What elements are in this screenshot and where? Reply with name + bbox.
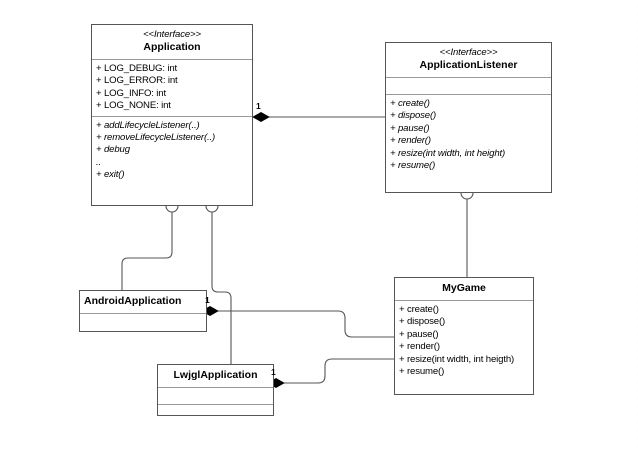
operation-item: + debug	[96, 144, 130, 156]
class-name-application: Application	[143, 41, 201, 53]
multiplicity-android-to-mygame: 1	[205, 295, 210, 305]
class-header-application: <<Interface>> Application	[92, 25, 252, 60]
attribute-compartment-application: + LOG_DEBUG: int + LOG_ERROR: int + LOG_…	[92, 60, 252, 117]
operation-compartment-lwjglapplication	[158, 405, 273, 422]
class-box-androidapplication[interactable]: AndroidApplication	[79, 290, 207, 332]
attribute-compartment-applicationlistener	[386, 78, 551, 95]
operation-item: + exit()	[96, 169, 125, 181]
operation-item: ..	[96, 156, 102, 168]
class-box-mygame[interactable]: MyGame + create() + dispose() + pause() …	[394, 277, 534, 395]
operation-item: + dispose()	[399, 316, 446, 328]
class-box-applicationlistener[interactable]: <<Interface>> ApplicationListener + crea…	[385, 42, 552, 193]
operation-item: + removeLifecycleListener(..)	[96, 132, 216, 144]
class-header-mygame: MyGame	[395, 278, 533, 301]
class-header-lwjglapplication: LwjglApplication	[158, 365, 273, 388]
operation-item: + resume()	[399, 366, 445, 378]
attribute-item: + LOG_INFO: int	[96, 87, 166, 99]
attribute-item: + LOG_DEBUG: int	[96, 63, 178, 74]
class-name-mygame: MyGame	[442, 282, 486, 294]
class-stereotype-applicationlistener: <<Interface>>	[439, 47, 498, 58]
operation-item: + render()	[399, 341, 440, 353]
attribute-compartment-lwjglapplication	[158, 388, 273, 405]
class-name-applicationlistener: ApplicationListener	[419, 59, 518, 71]
multiplicity-lwjgl-to-mygame: 1	[271, 367, 276, 377]
edge-androidapplication-to-application	[121, 212, 173, 290]
operation-item: + addLifecycleListener(..)	[96, 119, 200, 131]
operation-item: + resize(int width, int heigth)	[399, 353, 515, 365]
operation-item: + resize(int width, int height)	[390, 147, 506, 159]
class-header-androidapplication: AndroidApplication	[80, 291, 206, 314]
operation-compartment-application: + addLifecycleListener(..) + removeLifec…	[92, 117, 252, 185]
class-header-applicationlistener: <<Interface>> ApplicationListener	[386, 43, 551, 78]
operation-item: + pause()	[390, 122, 430, 134]
attribute-item: + LOG_ERROR: int	[96, 75, 178, 87]
edge-lwjglapplication-to-application	[211, 212, 232, 364]
operation-item: + render()	[390, 135, 431, 147]
composition-diamond-application	[252, 112, 270, 122]
edge-lwjglapplication-to-mygame	[284, 358, 394, 384]
operation-item: + resume()	[390, 160, 436, 172]
operation-item: + dispose()	[390, 110, 437, 122]
class-box-application[interactable]: <<Interface>> Application + LOG_DEBUG: i…	[91, 24, 253, 206]
multiplicity-application-to-listener: 1	[256, 101, 261, 111]
class-name-androidapplication: AndroidApplication	[84, 295, 182, 307]
class-stereotype-application: <<Interface>>	[143, 29, 201, 40]
operation-item: + pause()	[399, 328, 439, 340]
class-name-lwjglapplication: LwjglApplication	[173, 369, 258, 381]
edge-androidapplication-to-mygame	[218, 310, 394, 338]
operation-item: + create()	[390, 98, 430, 109]
operation-item: + create()	[399, 304, 439, 315]
operation-compartment-mygame: + create() + dispose() + pause() + rende…	[395, 301, 533, 381]
operation-compartment-applicationlistener: + create() + dispose() + pause() + rende…	[386, 95, 551, 175]
class-box-lwjglapplication[interactable]: LwjglApplication	[157, 364, 274, 416]
attribute-item: + LOG_NONE: int	[96, 100, 171, 112]
